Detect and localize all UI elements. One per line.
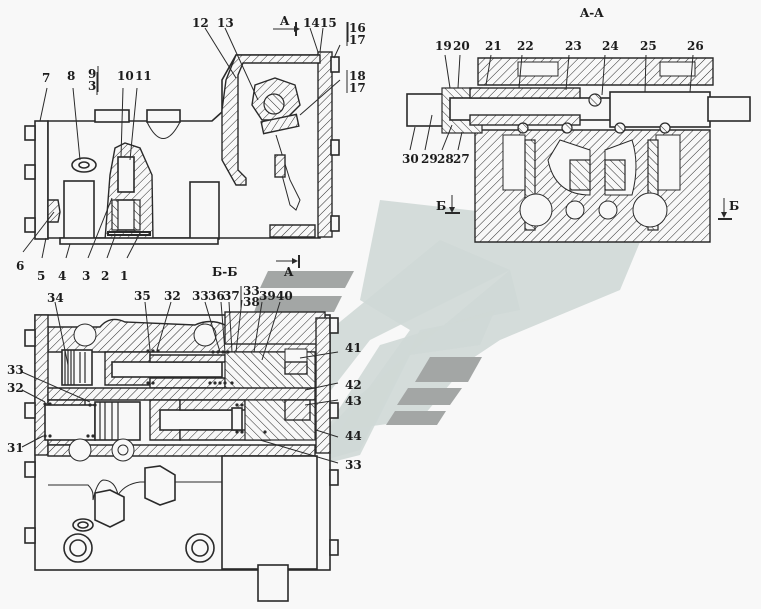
callout-10: 10 — [117, 69, 134, 83]
callout-42: 42 — [345, 378, 362, 392]
watermark-bar-4 — [397, 388, 462, 405]
callout-33-stack: 33 — [243, 284, 260, 298]
callout-4: 4 — [58, 269, 66, 283]
section-bb-view: Б-Б A — [7, 255, 362, 602]
aa-leaders — [409, 54, 694, 151]
callout-25: 25 — [640, 39, 657, 53]
callout-19: 19 — [435, 39, 452, 53]
callout-41: 41 — [345, 341, 362, 355]
section-label-b-right: Б — [729, 199, 739, 213]
callout-17-top: 17 — [349, 33, 366, 47]
callout-15: 15 — [320, 16, 337, 30]
main-view: A 7 8 9 3 10 11 — [16, 14, 366, 283]
watermark-bar-3 — [415, 357, 482, 382]
callout-29: 29 — [421, 152, 438, 166]
callout-2: 2 — [101, 269, 109, 283]
callout-40: 40 — [276, 289, 293, 303]
lever-housing — [221, 54, 321, 186]
bb-leaders — [21, 299, 339, 464]
section-arrow-a-mid: A — [276, 255, 300, 279]
bb-right-end-plate — [315, 317, 331, 454]
callout-6: 6 — [16, 259, 24, 273]
callout-43: 43 — [345, 394, 362, 408]
watermark-logo — [254, 200, 645, 470]
callout-32-top: 32 — [164, 289, 181, 303]
callout-33-bottom: 33 — [345, 458, 362, 472]
callout-37: 37 — [223, 289, 240, 303]
callout-18: 18 — [349, 69, 366, 83]
watermark-bar-2 — [254, 296, 342, 312]
callout-8: 8 — [67, 69, 75, 83]
bb-hex-nut-2 — [144, 465, 176, 506]
callout-38: 38 — [243, 295, 260, 309]
callout-5: 5 — [37, 269, 45, 283]
bb-outlet-port — [257, 564, 289, 602]
callout-9: 9 — [88, 67, 96, 81]
callout-28: 28 — [437, 152, 454, 166]
callout-30: 30 — [402, 152, 419, 166]
callout-3-top: 3 — [88, 79, 96, 93]
callout-26: 26 — [687, 39, 704, 53]
callout-22: 22 — [517, 39, 534, 53]
watermark-bar-1 — [260, 271, 354, 288]
main-leaders — [22, 22, 349, 259]
callout-1: 1 — [120, 269, 128, 283]
section-aa-title: A-A — [579, 6, 604, 20]
aa-shaft-left-tube — [406, 93, 448, 127]
valve-plunger — [117, 156, 135, 193]
end-cover-left — [34, 120, 49, 240]
callout-12: 12 — [192, 16, 209, 30]
bb-lower-plug — [44, 404, 96, 441]
callout-27: 27 — [453, 152, 470, 166]
bb-hex-nut-1 — [94, 489, 125, 528]
callout-44: 44 — [345, 429, 362, 443]
bb-right-block — [221, 455, 318, 570]
aa-shaft-right — [609, 91, 711, 128]
callout-21: 21 — [485, 39, 502, 53]
section-label-a-top: A — [279, 14, 290, 28]
right-cover — [317, 51, 333, 238]
section-arrow-b-left: Б — [436, 195, 460, 214]
watermark-bar-5 — [386, 411, 446, 425]
section-label-b-left: Б — [436, 199, 446, 213]
section-arrow-b-right: Б — [718, 198, 739, 220]
callout-23: 23 — [565, 39, 582, 53]
bb-upper-spool — [111, 361, 223, 378]
callout-16: 16 — [349, 21, 366, 35]
callout-33-left: 33 — [7, 363, 24, 377]
callout-36: 36 — [208, 289, 225, 303]
callout-20: 20 — [453, 39, 470, 53]
callout-24: 24 — [602, 39, 619, 53]
callout-17-mid: 17 — [349, 81, 366, 95]
section-label-a-mid: A — [283, 265, 294, 279]
callout-11: 11 — [135, 69, 152, 83]
section-bb-title: Б-Б — [212, 265, 238, 279]
bb-lower-spool — [159, 409, 241, 431]
section-arrow-a-top: A — [273, 14, 300, 36]
callout-39: 39 — [259, 289, 276, 303]
callout-35: 35 — [134, 289, 151, 303]
bb-seal-rings — [43, 349, 267, 438]
callout-13: 13 — [217, 16, 234, 30]
callout-32-left: 32 — [7, 381, 24, 395]
callout-7: 7 — [42, 71, 50, 85]
callout-33-top: 33 — [192, 289, 209, 303]
bb-upper-spring — [61, 349, 93, 386]
callout-3: 3 — [82, 269, 90, 283]
callout-14: 14 — [303, 16, 320, 30]
callout-31: 31 — [7, 441, 24, 455]
watermark-chevron-3 — [300, 310, 495, 470]
callout-34: 34 — [47, 291, 64, 305]
section-aa-view: A-A — [402, 6, 751, 243]
